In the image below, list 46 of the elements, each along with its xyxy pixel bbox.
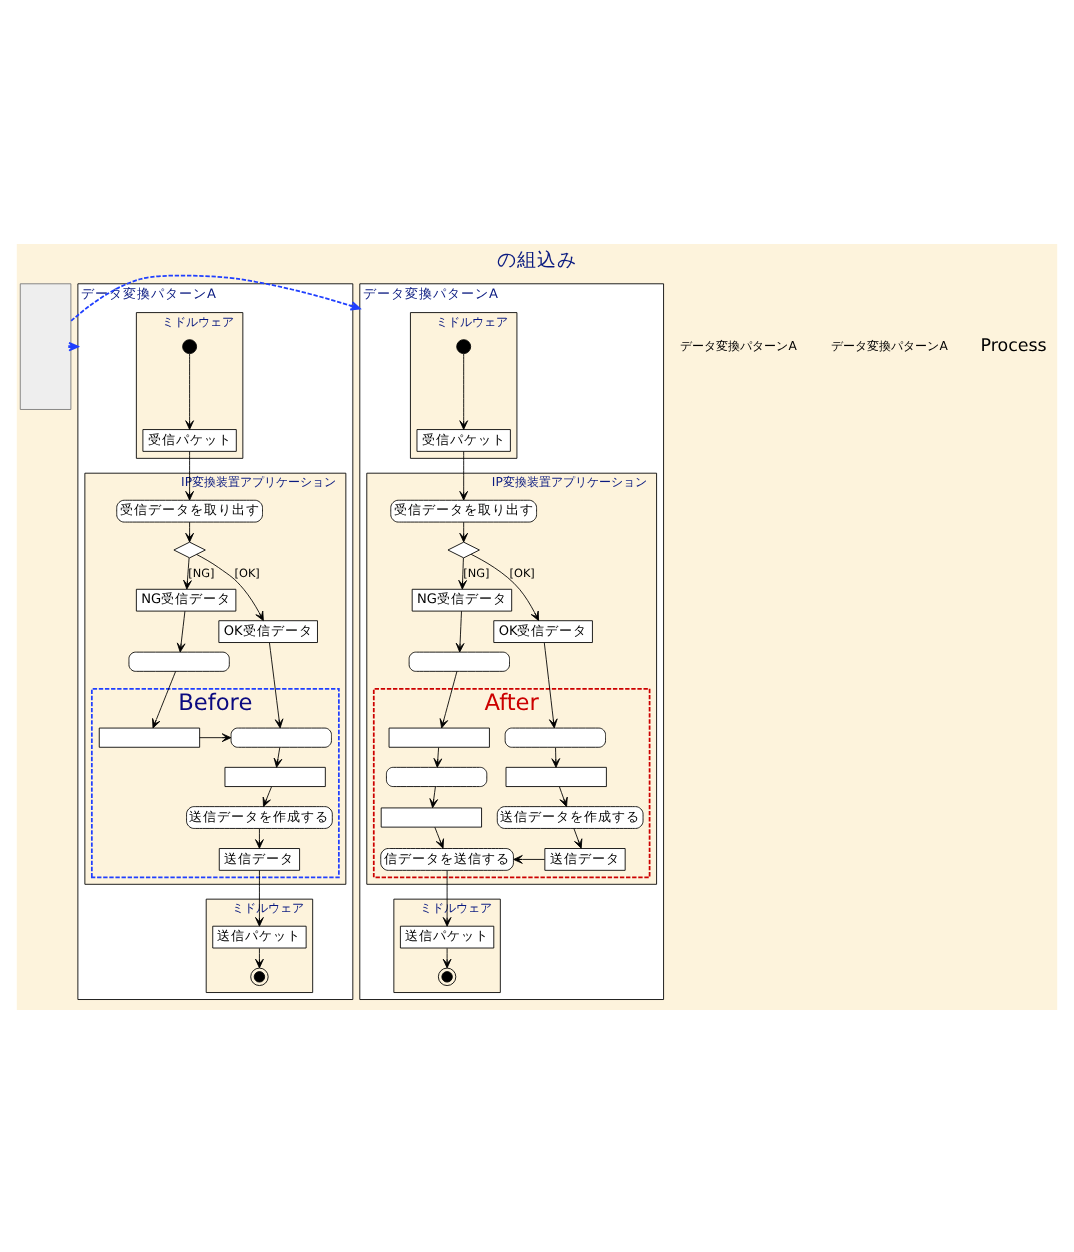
- arrow: [429, 785, 439, 808]
- node-circle: [456, 338, 472, 354]
- arrow: [470, 552, 540, 620]
- arrow: [255, 946, 264, 968]
- arrow: [551, 746, 561, 767]
- arrow: [434, 825, 444, 848]
- node-box: [224, 765, 326, 786]
- arrow: [439, 669, 458, 728]
- arrow: [196, 553, 264, 621]
- arrow: [255, 827, 264, 848]
- arrow: [199, 732, 232, 742]
- node-box: [128, 650, 230, 671]
- arrow: [573, 827, 583, 848]
- arrow: [183, 556, 192, 589]
- node-box: [98, 726, 201, 747]
- node-box: [230, 726, 332, 747]
- node-diamond: [447, 540, 480, 558]
- node-circle: [182, 338, 198, 354]
- node-box: [504, 726, 606, 747]
- diagram-title: の組込み: [497, 249, 577, 272]
- node-box: [386, 765, 488, 786]
- arrow: [185, 352, 194, 429]
- arrow: [269, 641, 284, 728]
- arrow: [152, 669, 177, 728]
- arrow: [442, 946, 452, 968]
- node-box: [408, 650, 510, 671]
- arrow: [459, 520, 469, 542]
- arrow: [543, 641, 558, 728]
- arrow: [70, 273, 361, 321]
- arrow: [433, 746, 443, 767]
- arrow: [459, 450, 469, 500]
- arrow: [458, 556, 467, 589]
- arrow: [262, 785, 272, 807]
- arrow: [185, 520, 194, 542]
- node-box: [388, 726, 490, 747]
- node-box: [380, 806, 482, 827]
- arrow: [513, 854, 545, 863]
- arrow: [273, 746, 283, 767]
- node-box: [505, 765, 607, 786]
- label: Process: [980, 335, 1047, 356]
- arrow: [459, 352, 469, 429]
- node-diamond: [173, 540, 206, 558]
- arrow: [455, 609, 465, 652]
- arrow: [176, 609, 186, 652]
- arrow: [442, 869, 452, 926]
- arrow: [559, 785, 568, 807]
